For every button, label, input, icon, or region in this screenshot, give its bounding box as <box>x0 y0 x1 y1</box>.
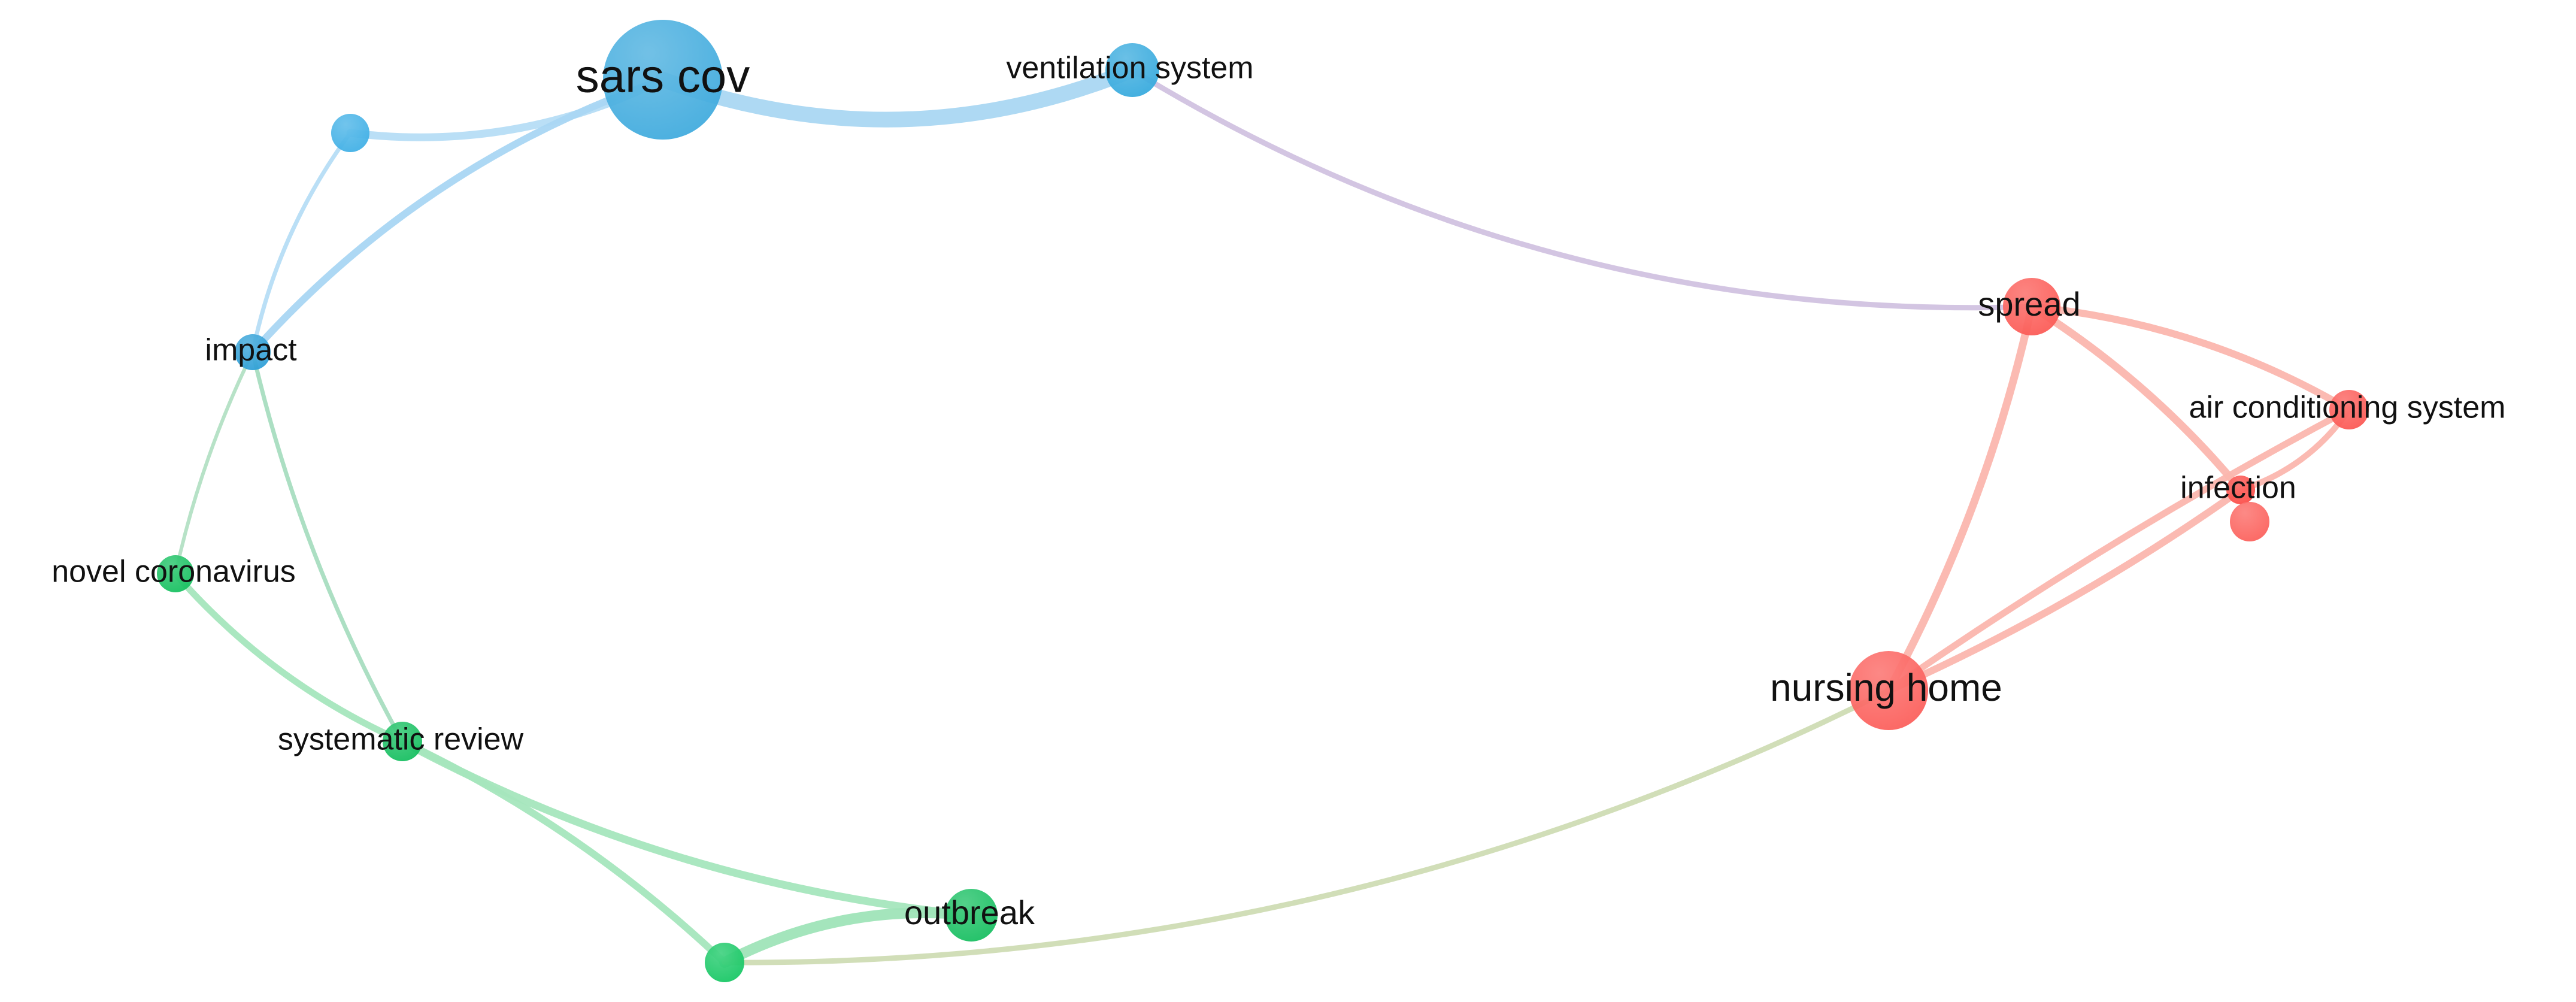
graph-node-impact[interactable] <box>235 334 271 370</box>
node-label-systematic-review: systematic review <box>278 722 524 757</box>
graph-node-nursing-home[interactable] <box>1849 651 1928 730</box>
graph-node-ventilation-system[interactable] <box>1105 43 1159 97</box>
graph-edge <box>2028 302 2245 494</box>
graph-node-spread[interactable] <box>2003 278 2060 335</box>
edges-layer <box>172 62 2353 968</box>
graph-edge <box>399 738 728 966</box>
node-label-spread: spread <box>1978 285 2080 323</box>
graph-edge <box>250 131 353 355</box>
graph-edge <box>249 76 666 356</box>
graph-node-green-small-unlabeled[interactable] <box>705 943 744 982</box>
node-label-outbreak: outbreak <box>904 894 1035 931</box>
graph-edge <box>2028 303 2353 413</box>
node-label-ventilation-system: ventilation system <box>1006 51 1253 86</box>
graph-edge <box>722 688 1892 965</box>
graph-node-sars-cov[interactable] <box>603 20 723 140</box>
graph-edge <box>250 350 405 744</box>
graph-node-red-small-unlabeled[interactable] <box>2230 502 2269 541</box>
graph-node-systematic-review[interactable] <box>383 722 422 761</box>
node-label-infection: infection <box>2180 471 2296 505</box>
graph-node-novel-coronavirus[interactable] <box>157 555 194 592</box>
graph-edge <box>398 737 975 919</box>
graph-edge <box>655 62 1140 128</box>
node-label-impact: impact <box>205 333 297 368</box>
graph-edge <box>719 907 977 968</box>
graph-node-infection[interactable] <box>2226 476 2255 504</box>
nodes-layer[interactable] <box>157 20 2369 982</box>
node-label-sars-cov: sars cov <box>576 50 750 102</box>
graph-node-blue-small-unlabeled[interactable] <box>331 114 369 152</box>
graph-node-outbreak[interactable] <box>945 889 998 942</box>
graph-edge <box>1885 486 2244 694</box>
graph-edge <box>172 570 406 745</box>
graph-node-air-conditioning-system[interactable] <box>2329 390 2369 429</box>
node-label-novel-coronavirus: novel coronavirus <box>51 555 296 589</box>
graph-edge <box>1885 406 2353 694</box>
graph-edge <box>1884 302 2036 695</box>
graph-edge <box>174 350 254 576</box>
labels-layer: sars cov ventilation system impact novel co… <box>51 50 2505 931</box>
node-label-nursing-home: nursing home <box>1770 666 2002 709</box>
graph-edge <box>1129 67 2035 311</box>
node-label-air-conditioning-system: air conditioning system <box>2189 390 2506 425</box>
